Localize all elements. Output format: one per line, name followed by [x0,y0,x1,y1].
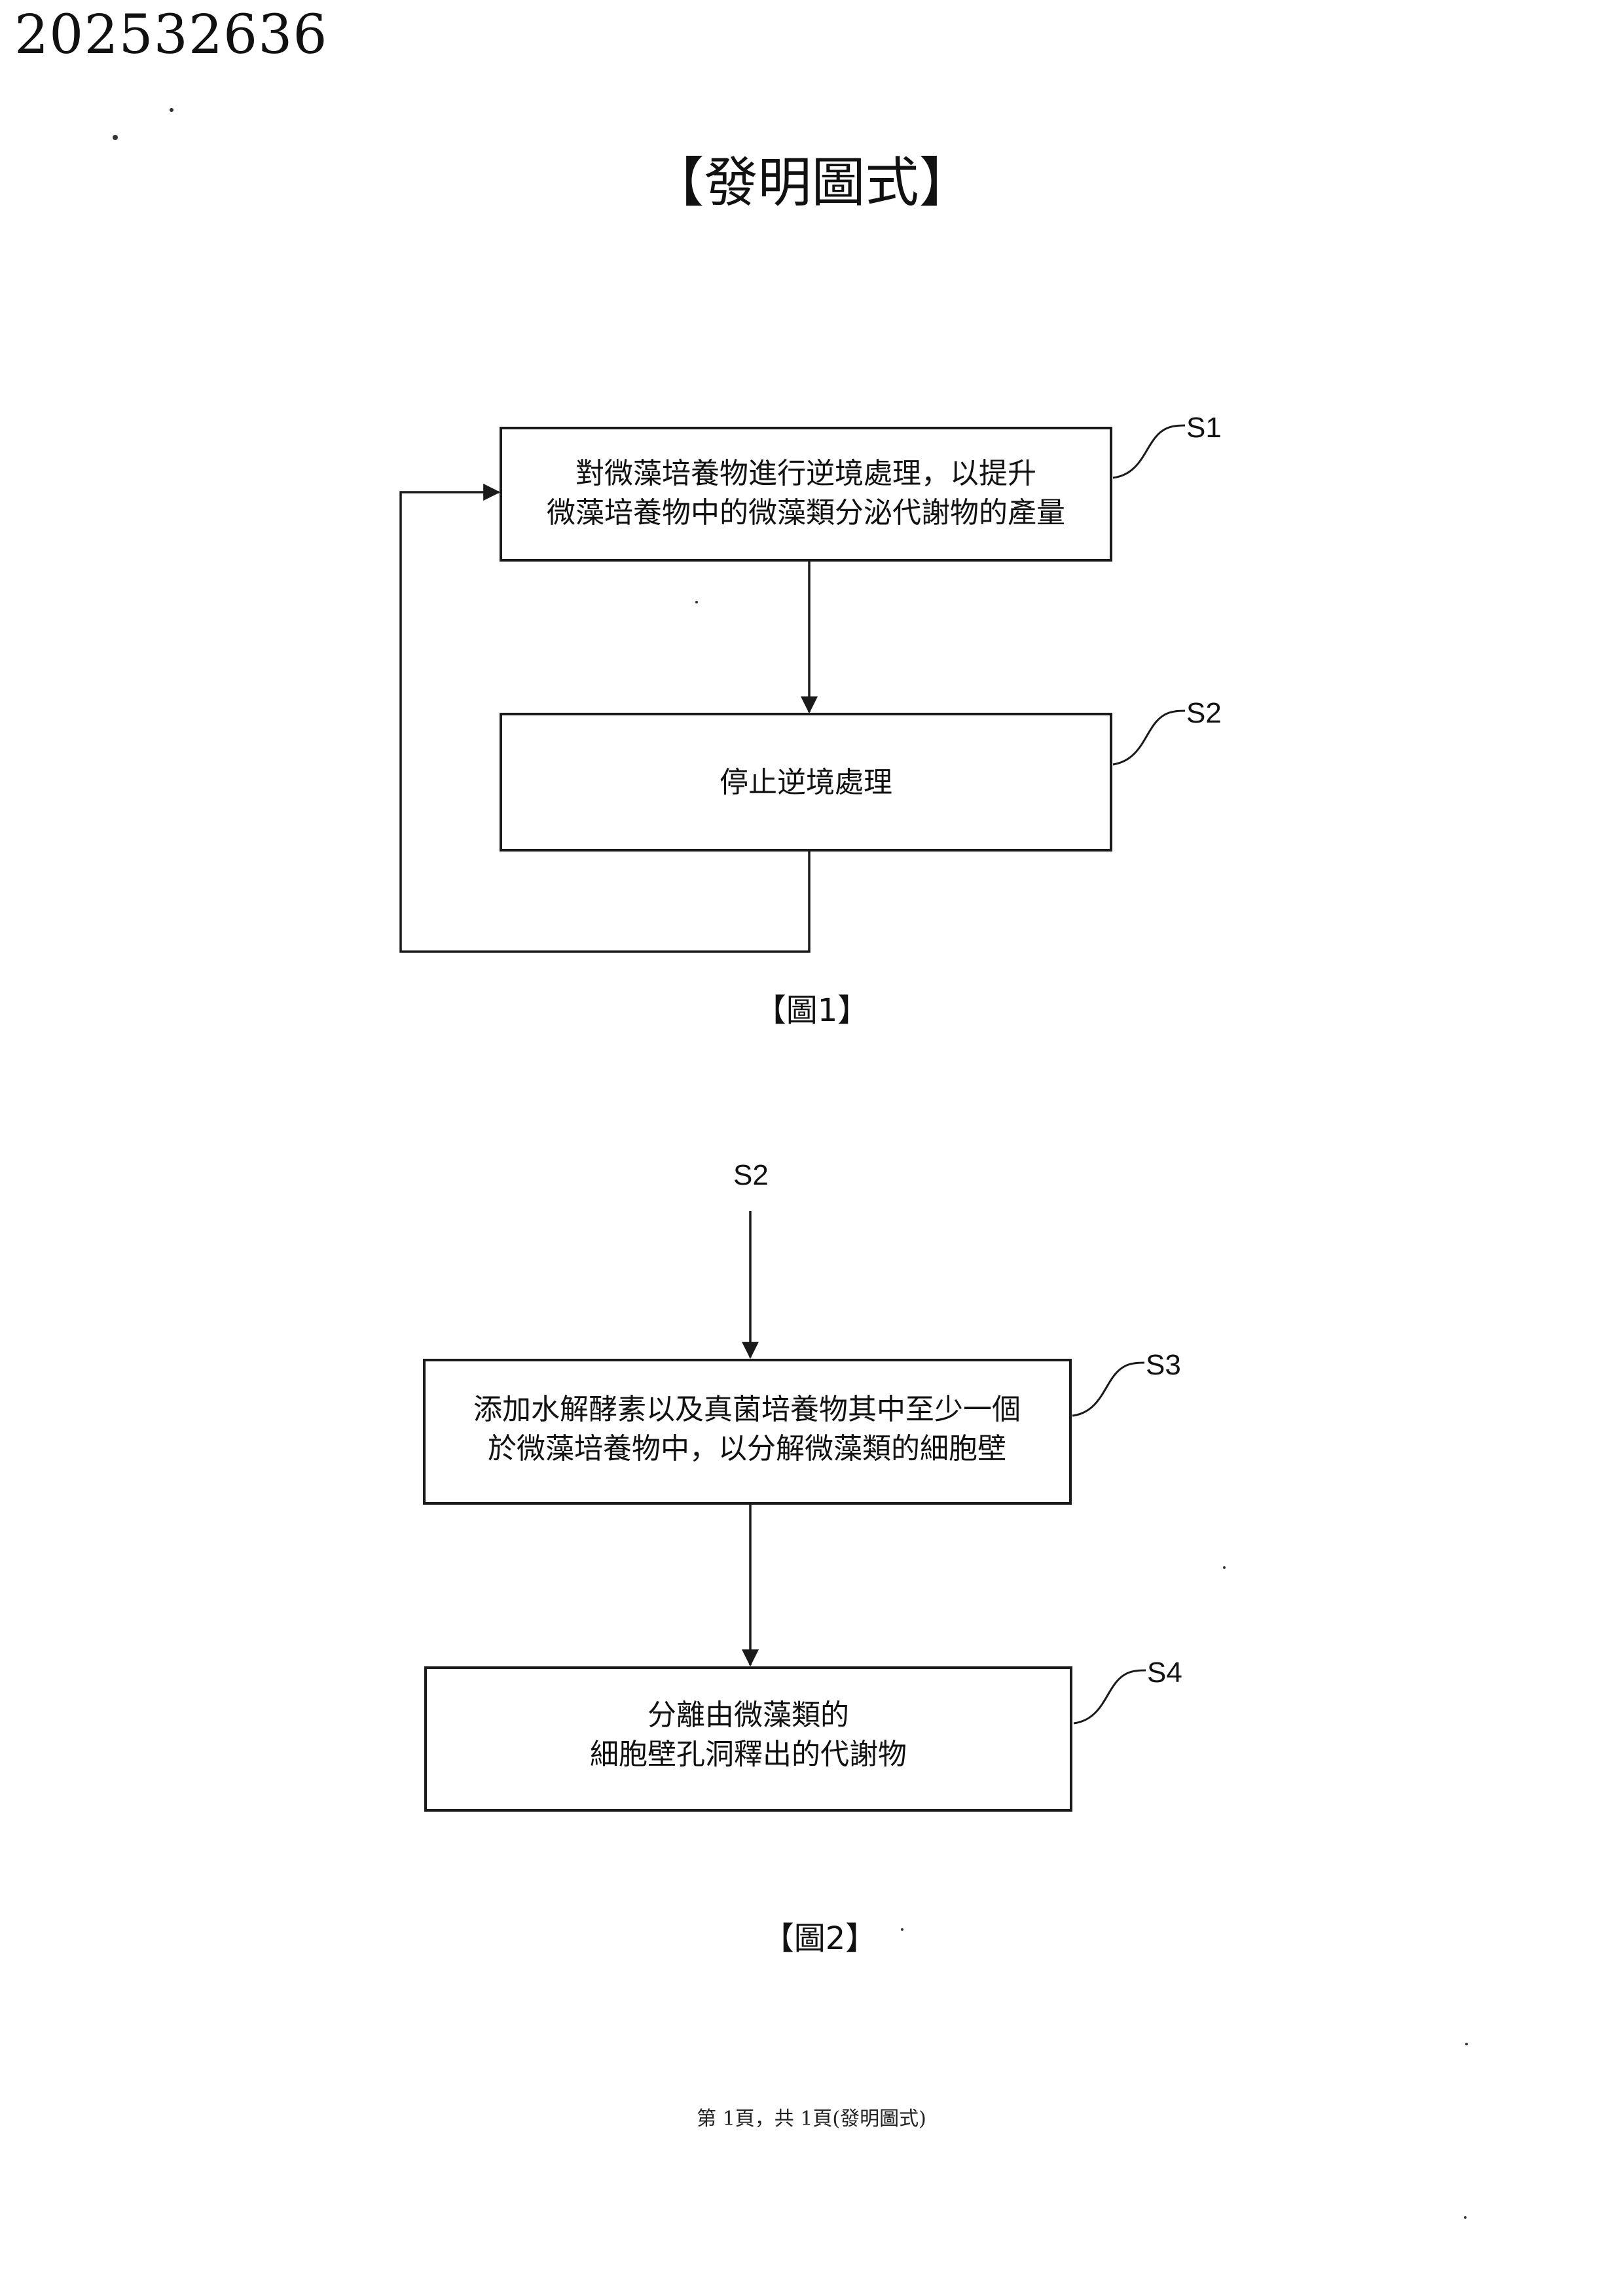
step-label-leader-s3 [1072,1363,1144,1416]
entry-label-s2: S2 [733,1159,769,1191]
flow-step-s2: 停止逆境處理 S2 [501,697,1222,850]
step-s1-text-line-2: 微藻培養物中的微藻類分泌代謝物的產量 [547,496,1065,529]
flow-step-s4: 分離由微藻類的 細胞壁孔洞釋出的代謝物 S4 [426,1657,1182,1810]
figure-2-caption: 【圖2】 [763,1920,877,1957]
figure-2: S2 添加水解酵素以及真菌培養物其中至少一個 於微藻培養物中，以分解微藻類的細胞… [424,1159,1182,1957]
step-label-leader-s4 [1074,1670,1146,1723]
figure-1: 對微藻培養物進行逆境處理，以提升 微藻培養物中的微藻類分泌代謝物的產量 S1 停… [401,412,1222,1029]
step-s4-text-line-2: 細胞壁孔洞釋出的代謝物 [590,1738,907,1771]
step-s4-text-line-1: 分離由微藻類的 [647,1698,849,1732]
step-label-s3: S3 [1146,1349,1181,1381]
step-s2-text-line-1: 停止逆境處理 [720,766,892,799]
flow-step-s1: 對微藻培養物進行逆境處理，以提升 微藻培養物中的微藻類分泌代謝物的產量 S1 [501,412,1222,560]
step-label-s4: S4 [1147,1657,1182,1689]
step-s3-text-line-2: 於微藻培養物中，以分解微藻類的細胞壁 [488,1432,1006,1465]
step-label-s1: S1 [1186,412,1222,444]
page-footer: 第 1頁，共 1頁(發明圖式) [0,2102,1623,2131]
step-s3-text-line-1: 添加水解酵素以及真菌培養物其中至少一個 [473,1393,1021,1426]
flow-step-s3: 添加水解酵素以及真菌培養物其中至少一個 於微藻培養物中，以分解微藻類的細胞壁 S… [424,1349,1181,1503]
step-box-s1 [501,428,1111,560]
step-label-leader-s2 [1113,711,1185,764]
figure-1-caption: 【圖1】 [755,992,869,1029]
step-label-leader-s1 [1113,425,1185,478]
step-label-s2: S2 [1186,697,1222,729]
step-s1-text-line-1: 對微藻培養物進行逆境處理，以提升 [575,457,1036,490]
